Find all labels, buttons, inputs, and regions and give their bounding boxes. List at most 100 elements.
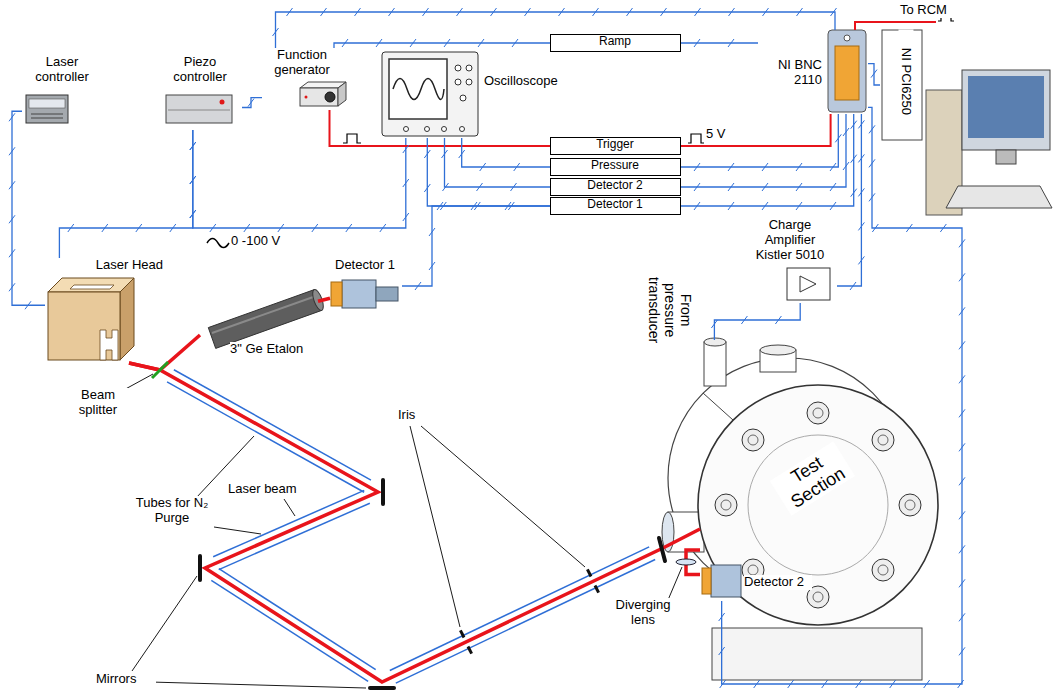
wire-tick bbox=[457, 8, 463, 16]
wire-tick bbox=[843, 162, 849, 170]
wire-tick bbox=[869, 159, 875, 167]
node-label: Piezo controller bbox=[160, 55, 240, 85]
purge-tubes bbox=[167, 370, 655, 683]
node-label: Detector 2 bbox=[551, 179, 679, 193]
wire-tick bbox=[424, 150, 430, 158]
wire-tick bbox=[851, 189, 857, 197]
annotation-label: Diverging lens bbox=[610, 598, 676, 628]
mirror-symbols bbox=[200, 480, 665, 688]
signal-wire bbox=[427, 138, 550, 206]
wire-tick bbox=[728, 183, 734, 191]
wire-tick bbox=[906, 224, 912, 232]
signal-wire bbox=[714, 303, 800, 340]
wire-tick bbox=[858, 154, 864, 162]
annotation-label: 0 -100 V bbox=[231, 234, 301, 249]
signal-wire bbox=[681, 114, 838, 167]
annotation-label: To RCM bbox=[900, 3, 962, 18]
sine-symbol bbox=[207, 239, 229, 248]
wire-tick bbox=[278, 224, 284, 232]
node-label: Detector 1 bbox=[330, 258, 400, 273]
wire-ticks bbox=[9, 8, 965, 688]
wire-tick bbox=[102, 224, 108, 232]
signal-box: Trigger bbox=[550, 137, 681, 155]
wire-tick bbox=[559, 8, 565, 16]
laser-head-icon bbox=[48, 278, 134, 360]
wire-tick bbox=[958, 680, 964, 688]
function-generator: Function generator bbox=[262, 48, 352, 110]
detector: Detector 2 bbox=[700, 563, 814, 601]
wire-tick bbox=[754, 680, 760, 688]
controller-device: Piezo controller bbox=[160, 55, 242, 130]
wire-tick bbox=[858, 120, 864, 128]
wire-tick bbox=[661, 8, 667, 16]
wire-tick bbox=[763, 8, 769, 16]
node-label: Pressure bbox=[551, 159, 679, 173]
wire-tick bbox=[403, 179, 409, 187]
wire-tick bbox=[959, 613, 965, 621]
wire-tick bbox=[312, 224, 318, 232]
annotation-label: Beam splitter bbox=[66, 388, 130, 418]
signal-wire bbox=[242, 98, 262, 108]
leader-lines bbox=[120, 374, 682, 688]
iris-symbols bbox=[460, 569, 598, 653]
purge-tube-wall bbox=[211, 580, 368, 681]
node-label: Test Section bbox=[770, 441, 856, 516]
wire-tick bbox=[514, 163, 520, 171]
label-anchor: From pressure transducer bbox=[630, 286, 710, 334]
signal-wire bbox=[59, 130, 192, 258]
wire-tick bbox=[627, 8, 633, 16]
wire-tick bbox=[491, 8, 497, 16]
wire-tick bbox=[851, 121, 857, 129]
wire-tick bbox=[346, 224, 352, 232]
signal-wire bbox=[12, 111, 45, 305]
wire-tick bbox=[440, 202, 446, 210]
wire-tick bbox=[593, 8, 599, 16]
lens-symbol bbox=[676, 559, 696, 565]
wire-tick bbox=[959, 443, 965, 451]
connectors bbox=[12, 12, 962, 684]
purge-tube-wall bbox=[167, 382, 364, 492]
wire-tick bbox=[796, 163, 802, 171]
wire-tick bbox=[959, 307, 965, 315]
signal-wire bbox=[868, 64, 880, 85]
computer-icon bbox=[882, 30, 1052, 215]
wire-tick bbox=[869, 193, 875, 201]
purge-tube-wall bbox=[219, 569, 376, 670]
wire-tick bbox=[9, 249, 15, 257]
wire-tick bbox=[856, 680, 862, 688]
wire-tick bbox=[728, 163, 734, 171]
wire-tick bbox=[190, 142, 196, 150]
signal-wire bbox=[193, 130, 406, 228]
label-anchor: Iris bbox=[398, 408, 428, 423]
node-label: Laser Head bbox=[45, 258, 163, 273]
signal-wire bbox=[837, 114, 861, 286]
detector-icon bbox=[331, 280, 398, 308]
wire-tick bbox=[924, 680, 930, 688]
wire-tick bbox=[830, 202, 836, 210]
wire-tick bbox=[762, 163, 768, 171]
wire-tick bbox=[443, 183, 449, 191]
signal-wire bbox=[722, 107, 962, 684]
wire-tick bbox=[830, 183, 836, 191]
wire-tick bbox=[190, 176, 196, 184]
wire-tick bbox=[719, 613, 725, 621]
wire-tick bbox=[788, 680, 794, 688]
annotation-label: Tubes for N₂ Purge bbox=[124, 496, 220, 526]
laser-beam bbox=[129, 335, 200, 370]
wire-tick bbox=[355, 8, 361, 16]
annotation-label: Mirrors bbox=[96, 672, 156, 687]
laser-head: Laser Head bbox=[45, 258, 165, 363]
bnc-box-icon bbox=[828, 30, 866, 112]
wire-tick bbox=[741, 316, 747, 324]
wire-tick bbox=[429, 228, 435, 236]
detector: Detector 1 bbox=[330, 258, 402, 314]
trigger-wire bbox=[330, 110, 551, 146]
wire-tick bbox=[797, 8, 803, 16]
wire-tick bbox=[719, 647, 725, 655]
laser-beam bbox=[318, 298, 330, 301]
wire-tick bbox=[835, 134, 841, 142]
wire-tick bbox=[508, 202, 514, 210]
wire-tick bbox=[959, 647, 965, 655]
wire-tick bbox=[959, 273, 965, 281]
